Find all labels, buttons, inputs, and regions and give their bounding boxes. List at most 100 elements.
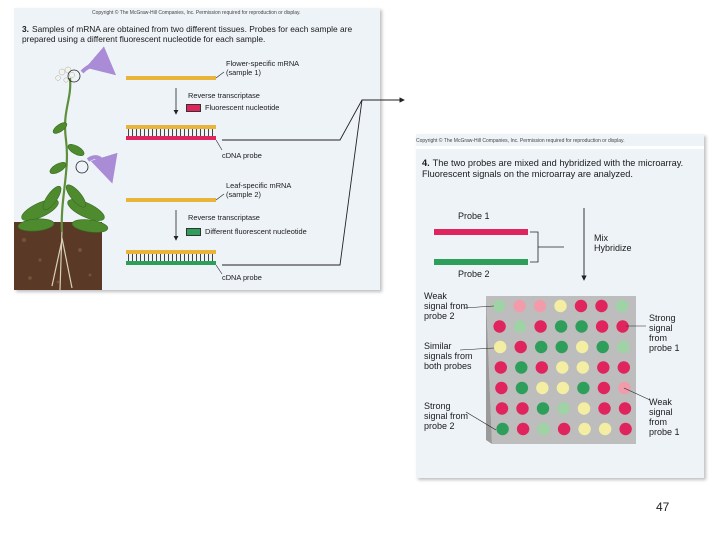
rt-label-2: Reverse transcriptase (188, 213, 260, 222)
strong-probe1-line4: probe 1 (649, 343, 680, 353)
microarray-spot (598, 402, 611, 415)
leaf-sample-circle (75, 160, 89, 174)
microarray-spot (557, 402, 570, 415)
microarray-spot (492, 299, 506, 313)
microarray-spot (533, 299, 547, 313)
strong-probe1-line1: Strong (649, 313, 676, 323)
leaf-mrna-strand (126, 198, 216, 202)
weak-probe1-line1: Weak (649, 397, 672, 407)
hybrid2-ticks (126, 254, 216, 261)
soil-texture (22, 238, 92, 284)
step3-description: 3.Samples of mRNA are obtained from two … (22, 24, 372, 44)
microarray-spot (513, 320, 527, 333)
cdna-probe-label-2: cDNA probe (222, 273, 262, 282)
weak-probe2-line2: signal from (424, 301, 469, 311)
microarray-spot (495, 402, 509, 415)
strong-probe1-label: Strong signal from probe 1 (649, 313, 680, 353)
strong-probe2-line1: Strong (424, 401, 451, 411)
strong-probe2-label: Strong signal from probe 2 (424, 401, 468, 431)
microarray-spot (536, 402, 550, 415)
hybrid1-ticks (126, 129, 216, 136)
hybrid1-mrna (126, 125, 216, 129)
hybrid1-cdna (126, 136, 216, 140)
step4-text: The two probes are mixed and hybridized … (422, 158, 684, 179)
microarray-spot (515, 361, 528, 374)
microarray-spot (554, 299, 567, 313)
weak-probe1-line2: signal (649, 407, 673, 417)
weak-probe1-label: Weak signal from probe 1 (649, 397, 680, 437)
strong-probe2-line3: probe 2 (424, 421, 455, 431)
flower-mrna-strand (126, 76, 216, 80)
microarray-spot (513, 299, 526, 313)
step3-number: 3. (22, 24, 29, 34)
microarray-spot (554, 320, 568, 333)
plant-flowers (55, 66, 75, 83)
copyright-notice: Copyright © The McGraw-Hill Companies, I… (92, 10, 301, 16)
different-fluorescent-nucleotide-label: Different fluorescent nucleotide (205, 227, 307, 236)
strong-probe1-line3: from (649, 333, 667, 343)
flower-mrna-label-line2: (sample 1) (226, 67, 261, 77)
plant-roots (51, 229, 73, 291)
microarray-spot (616, 320, 629, 333)
leaf-mrna-label-line2: (sample 2) (226, 189, 261, 199)
microarray-spot (493, 320, 506, 333)
microarray-spot (595, 299, 608, 313)
flow-arrow-probe1 (222, 97, 405, 141)
microarray-spot (515, 381, 529, 395)
probe1-label: Probe 1 (458, 211, 490, 221)
microarray-spot (575, 320, 588, 333)
microarray-spot (556, 361, 569, 374)
flower-sample-arrow (80, 46, 117, 76)
weak-probe2-label: Weak signal from probe 2 (424, 291, 468, 321)
mix-label: Mix (594, 233, 608, 243)
microarray-spot (495, 381, 508, 395)
microarray-spot (494, 361, 507, 374)
flow-arrow-probe2 (222, 99, 363, 266)
leaf-mrna-label: Leaf-specific mRNA (sample 2) (226, 181, 292, 199)
microarray-spot (578, 422, 591, 436)
microarray-spot (615, 299, 629, 313)
plant-stem (60, 77, 72, 233)
microarray-spot (577, 381, 590, 395)
probe1-bar (434, 229, 528, 235)
microarray-spot (595, 320, 609, 333)
microarray-spot (619, 422, 632, 436)
array-label-leaders (459, 305, 651, 431)
mix-hybridize-label: Mix Hybridize (594, 233, 632, 253)
similar-signals-line2: signals from (424, 351, 473, 361)
microarray-spot (534, 320, 547, 333)
microarray-spot (537, 422, 550, 436)
cdna-probe-label-1: cDNA probe (222, 151, 262, 160)
microarray-spot (617, 340, 630, 354)
microarray-spot (536, 381, 549, 395)
hybrid2-mrna (126, 250, 216, 254)
probe2-label: Probe 2 (458, 269, 490, 279)
leaf-sample-arrow (86, 152, 118, 184)
microarray-spot (617, 361, 630, 374)
flower-mrna-label-line1: Flower-specific mRNA (226, 59, 300, 68)
microarray-spot (514, 340, 527, 354)
step4-number: 4. (422, 158, 430, 168)
similar-signals-line1: Similar (424, 341, 452, 351)
fluorescent-nucleotide-label: Fluorescent nucleotide (205, 103, 280, 112)
microarray-spot (557, 422, 571, 436)
cdna2-leader (215, 264, 223, 275)
fluorescent-swatch-2 (186, 228, 201, 236)
step4-description: 4.The two probes are mixed and hybridize… (422, 158, 698, 180)
similar-signals-label: Similar signals from both probes (424, 341, 473, 371)
leaf-mrna-label-line1: Leaf-specific mRNA (226, 181, 292, 190)
step3-text: Samples of mRNA are obtained from two di… (22, 24, 353, 44)
weak-probe2-line3: probe 2 (424, 311, 455, 321)
microarray-spot (535, 340, 548, 354)
microarray-spot (574, 299, 588, 313)
probe-bracket (530, 231, 564, 263)
microarray-spot (555, 340, 568, 354)
microarray-spot (496, 422, 509, 436)
rt-label-1: Reverse transcriptase (188, 91, 260, 100)
microarray-spot (576, 340, 589, 354)
fluorescent-swatch-1 (186, 104, 201, 112)
similar-signals-line3: both probes (424, 361, 472, 371)
hybridize-label: Hybridize (594, 243, 632, 253)
flower-mrna-label: Flower-specific mRNA (sample 1) (226, 59, 300, 77)
